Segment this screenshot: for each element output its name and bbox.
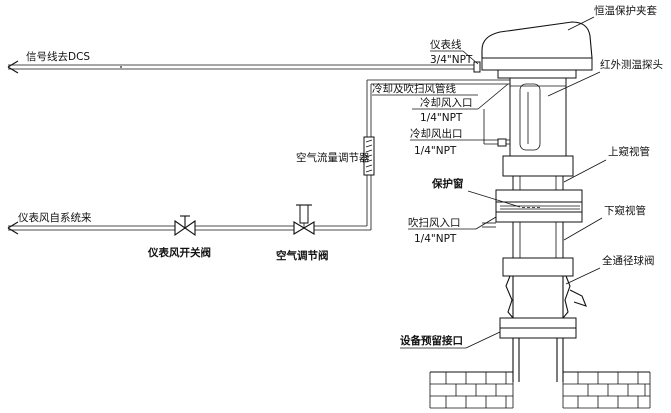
cool-in-label: 冷却风入口 (420, 96, 473, 109)
window-assembly (495, 189, 583, 223)
ir-probe (509, 77, 567, 157)
upper-sight-tube (502, 155, 574, 191)
switch-valve-label: 仪表风开关阀 (147, 246, 211, 259)
signal-line (7, 60, 481, 74)
ir-probe-label: 红外测温探头 (600, 58, 663, 71)
instr-air-label: 仪表风自系统来 (18, 211, 92, 224)
lower-sight-tube (502, 221, 574, 277)
regulating-valve (293, 204, 315, 235)
instr-line-spec: 3/4"NPT (430, 54, 473, 66)
cool-in-spec: 1/4"NPT (420, 112, 463, 124)
flowmeter-label: 空气流量调节器 (296, 151, 370, 164)
switch-valve (174, 215, 196, 237)
cool-purge-line-label: 冷却及吹扫风管线 (372, 82, 456, 95)
instr-line-label: 仪表线 (430, 38, 462, 51)
cool-out-spec: 1/4"NPT (414, 145, 457, 157)
reserved-port-label: 设备预留接口 (400, 334, 463, 347)
flowmeter (363, 136, 375, 176)
ball-valve (505, 275, 587, 320)
cool-out-label: 冷却风出口 (410, 127, 463, 140)
cool-purge-line (366, 79, 510, 226)
purge-in-label: 吹扫风入口 (408, 216, 461, 229)
signal-line-label: 信号线去DCS (26, 50, 90, 63)
jacket-label: 恒温保护夹套 (594, 4, 657, 17)
ball-valve-label: 全通径球阀 (602, 254, 655, 267)
instrument-air-line (7, 221, 372, 235)
lower-sight-label: 下窥视管 (604, 204, 646, 217)
window-label: 保护窗 (431, 177, 464, 190)
reg-valve-label: 空气调节阀 (276, 249, 329, 262)
purge-in-spec: 1/4"NPT (414, 233, 457, 245)
ground-wall (429, 371, 651, 409)
jacket (481, 21, 593, 79)
upper-sight-label: 上窥视管 (608, 145, 650, 158)
